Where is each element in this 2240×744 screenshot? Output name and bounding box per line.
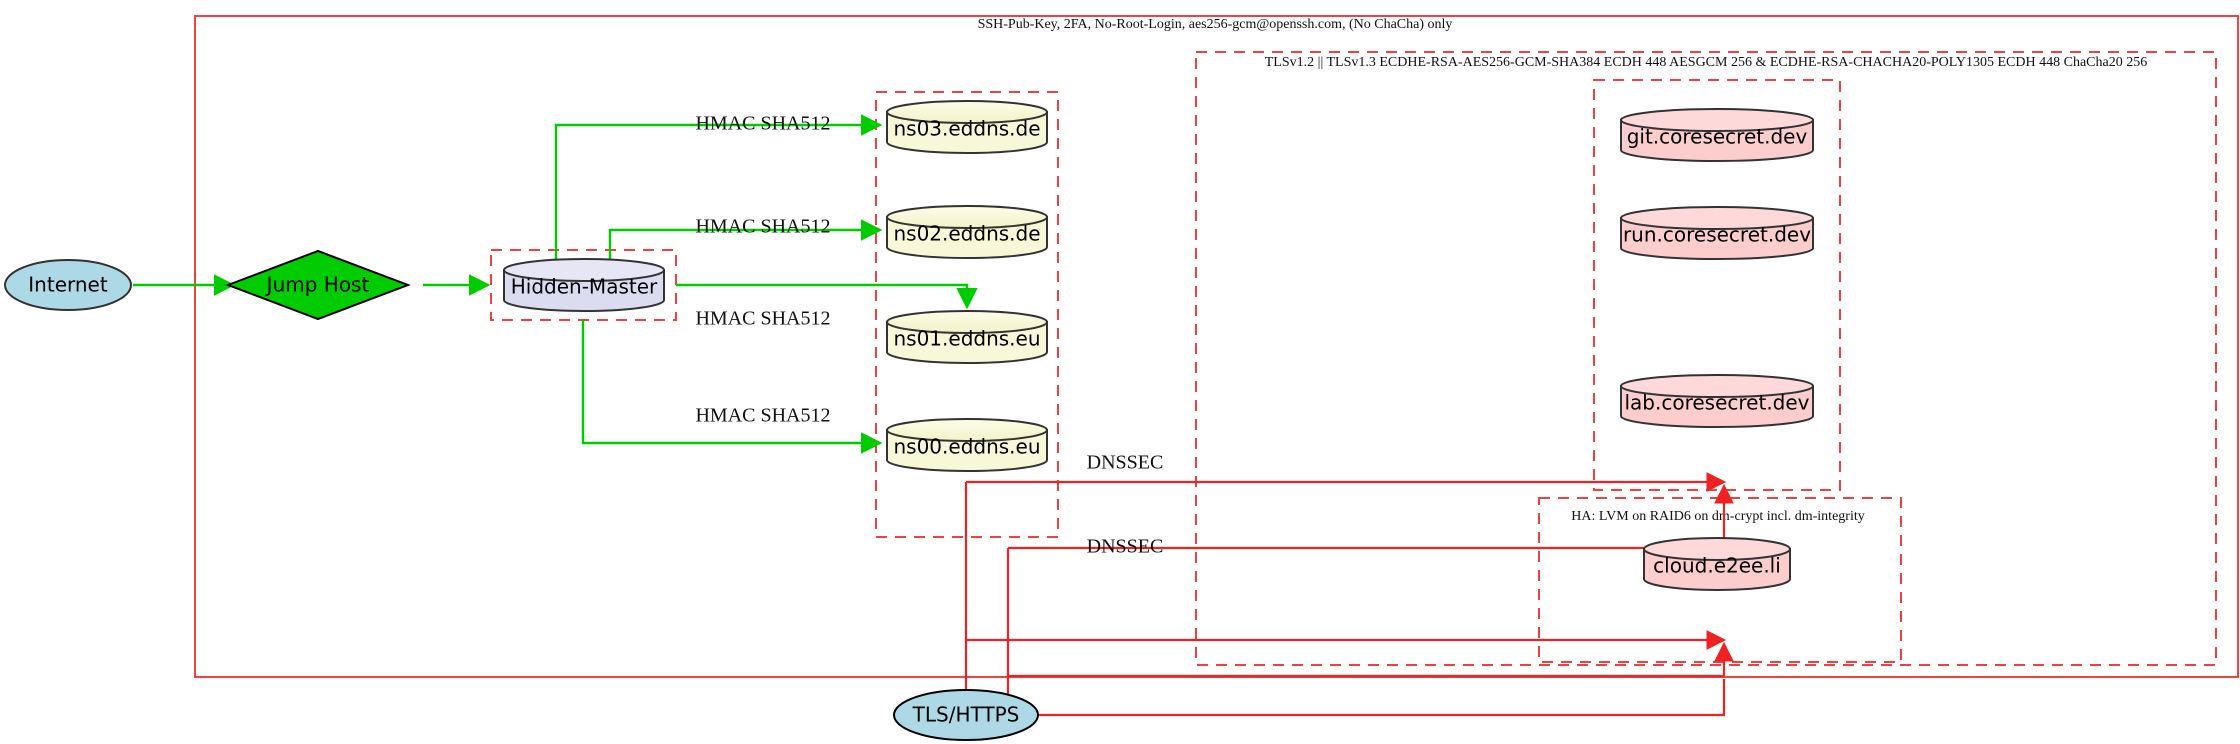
edge-label-dnssec-upper: DNSSEC (1087, 452, 1164, 474)
node-jump-host[interactable]: Jump Host (225, 249, 411, 321)
edge-hiddenmaster-ns03 (554, 114, 883, 265)
node-run-coresecret-label: run.coresecret.dev (1623, 223, 1811, 247)
node-jump-host-label: Jump Host (265, 273, 370, 297)
ha-policy-label: HA: LVM on RAID6 on dm-crypt incl. dm-in… (1571, 509, 1864, 524)
node-ns02[interactable]: ns02.eddns.de (886, 205, 1048, 259)
edge-label-hmac-ns02: HMAC SHA512 (695, 216, 830, 238)
outer-ssh-boundary (194, 15, 2239, 678)
edge-hiddenmaster-ns02 (608, 219, 883, 265)
node-tls-https-label: TLS/HTTPS (912, 703, 1020, 727)
dns-servers-boundary (875, 91, 1059, 538)
node-ns01-label: ns01.eddns.eu (893, 327, 1040, 351)
edge-label-hmac-ns00: HMAC SHA512 (695, 405, 830, 427)
node-cloud-e2ee-label: cloud.e2ee.li (1653, 554, 1781, 578)
node-hidden-master[interactable]: Hidden-Master (503, 258, 665, 312)
edge-hiddenmaster-ns00 (581, 320, 883, 454)
node-run-coresecret[interactable]: run.coresecret.dev (1620, 206, 1814, 260)
node-git-coresecret-label: git.coresecret.dev (1627, 125, 1808, 149)
edge-hiddenmaster-ns01 (676, 283, 978, 310)
node-lab-coresecret[interactable]: lab.coresecret.dev (1620, 374, 1814, 428)
edge-label-hmac-ns03: HMAC SHA512 (695, 113, 830, 135)
ssh-policy-label: SSH-Pub-Key, 2FA, No-Root-Login, aes256-… (978, 17, 1453, 32)
node-lab-coresecret-label: lab.coresecret.dev (1624, 391, 1809, 415)
node-internet[interactable]: Internet (4, 259, 132, 311)
node-ns02-label: ns02.eddns.de (893, 222, 1040, 246)
tls-policy-label: TLSv1.2 || TLSv1.3 ECDHE-RSA-AES256-GCM-… (1265, 55, 2147, 70)
node-ns00-label: ns00.eddns.eu (893, 435, 1040, 459)
node-ns03-label: ns03.eddns.de (893, 117, 1040, 141)
edge-label-dnssec-lower: DNSSEC (1087, 536, 1164, 558)
node-hidden-master-label: Hidden-Master (511, 275, 658, 299)
node-tls-https[interactable]: TLS/HTTPS (893, 689, 1039, 741)
node-git-coresecret[interactable]: git.coresecret.dev (1620, 108, 1814, 162)
node-ns03[interactable]: ns03.eddns.de (886, 100, 1048, 154)
edge-label-hmac-ns01: HMAC SHA512 (695, 308, 830, 330)
node-ns01[interactable]: ns01.eddns.eu (886, 310, 1048, 364)
node-internet-label: Internet (28, 273, 108, 297)
edge-tlshttps-out (1038, 679, 1726, 717)
node-cloud-e2ee[interactable]: cloud.e2ee.li (1643, 537, 1791, 591)
node-ns00[interactable]: ns00.eddns.eu (886, 418, 1048, 472)
